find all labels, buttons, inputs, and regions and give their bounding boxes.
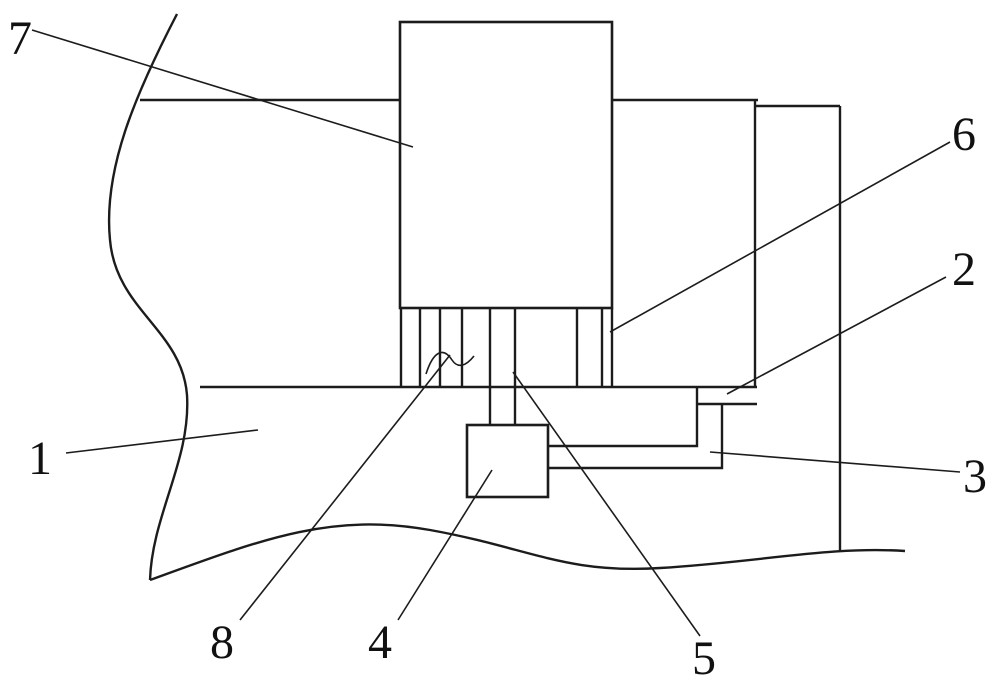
leader-lines [31, 29, 961, 637]
label-7: 7 [8, 12, 32, 65]
bottom-break-wavy-edge [149, 523, 906, 582]
ledge-and-pipe [548, 387, 757, 470]
slot-fins [399, 308, 614, 387]
label-2: 2 [952, 243, 976, 296]
leader-line-1 [65, 429, 259, 454]
label-6: 6 [952, 108, 976, 161]
stem [488, 308, 517, 425]
top-block [398, 20, 614, 310]
pipe-inner-wall [548, 404, 699, 448]
left-break-wavy-edge [107, 13, 189, 581]
label-3: 3 [963, 450, 987, 503]
label-4: 4 [368, 616, 392, 669]
reference-labels: 7 6 2 1 3 8 4 5 [8, 12, 987, 685]
label-8: 8 [210, 616, 234, 669]
pipe-outer-wall [548, 404, 724, 470]
leader-line-3 [709, 451, 961, 473]
squiggle-break-mark [425, 351, 475, 375]
small-box [465, 423, 550, 499]
label-1: 1 [28, 432, 52, 485]
right-block-outline [753, 100, 842, 552]
leader-line-6 [609, 141, 951, 333]
leader-line-5 [512, 371, 701, 637]
label-5: 5 [692, 632, 716, 685]
leader-line-7 [31, 29, 414, 148]
leader-line-8 [239, 354, 451, 621]
leader-line-4 [397, 469, 493, 621]
leader-line-2 [726, 276, 947, 395]
